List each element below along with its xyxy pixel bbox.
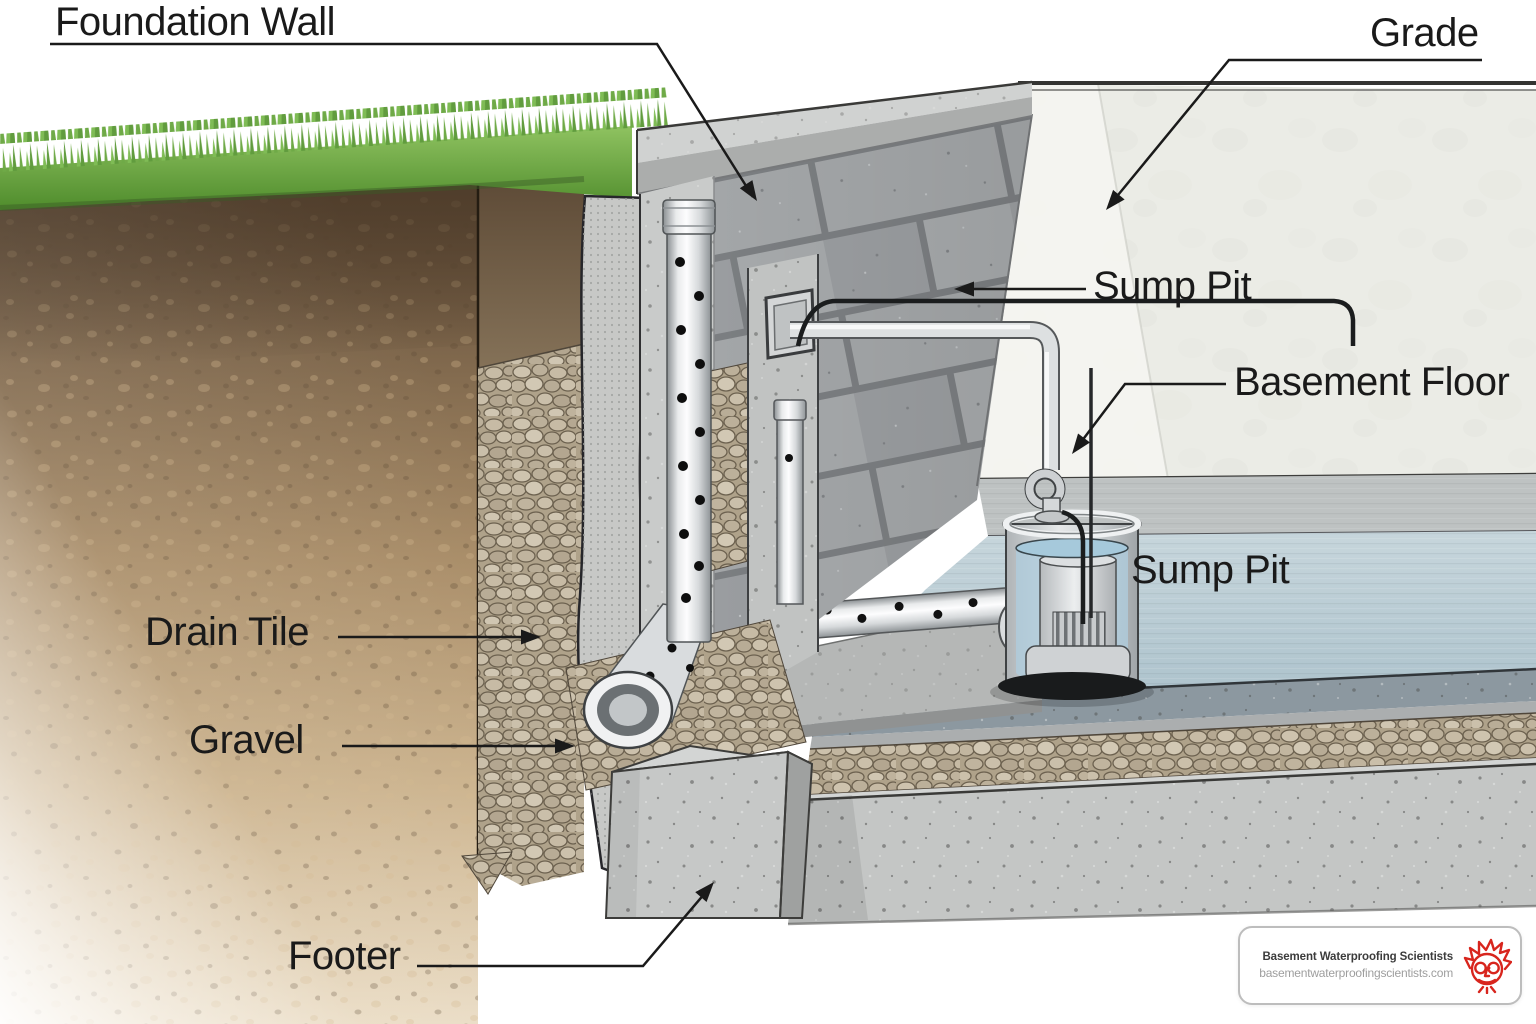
footer-block [604,744,814,919]
label-basement-floor: Basement Floor [1234,360,1510,404]
sump-pump [1025,552,1131,683]
label-sump-pit-inner: Sump Pit [1131,548,1290,592]
brand-badge: Basement Waterproofing Scientists baseme… [1238,926,1522,1005]
check-valve [1024,468,1070,524]
label-sump-pit-upper: Sump Pit [1093,264,1252,308]
power-cable-wall-run [795,298,1356,347]
sump-pit-assembly [990,509,1154,707]
backfill-trench [478,177,584,372]
pit-base-ring [998,672,1146,700]
gravel-backfill-column [478,344,584,886]
label-footer: Footer [288,934,401,978]
soil-cross-section [0,177,585,1024]
grass [0,87,669,211]
pit-water-surface [1015,537,1129,559]
leader-grade [1108,58,1482,207]
floor-cross-section [787,667,1536,926]
leader-basement-floor [1074,382,1226,451]
label-drain-tile: Drain Tile [145,610,309,654]
brand-name: Basement Waterproofing Scientists [1262,951,1453,963]
pump-power-cable [1061,509,1086,624]
leader-footer [417,885,712,968]
under-slab-gravel [804,713,1536,795]
interior-riser-pipe [773,399,807,605]
basement-interior [818,81,1536,703]
label-gravel: Gravel [189,718,304,762]
vertical-perforated-pipe [666,205,712,643]
leader-lines [50,42,1482,968]
label-foundation-wall: Foundation Wall [55,0,336,44]
block-core-gravel [705,361,753,573]
label-grade: Grade [1370,11,1479,55]
pit-rim [1002,509,1142,539]
scientist-face-icon [1463,938,1512,994]
leader-foundation-wall [50,42,755,198]
interior-wall-corner-light [977,84,1168,479]
brand-url: basementwaterproofingscientists.com [1259,966,1453,980]
gravel-wedge [461,851,513,895]
discharge-pipe [790,321,1060,470]
exterior-drain-assembly [582,199,716,750]
